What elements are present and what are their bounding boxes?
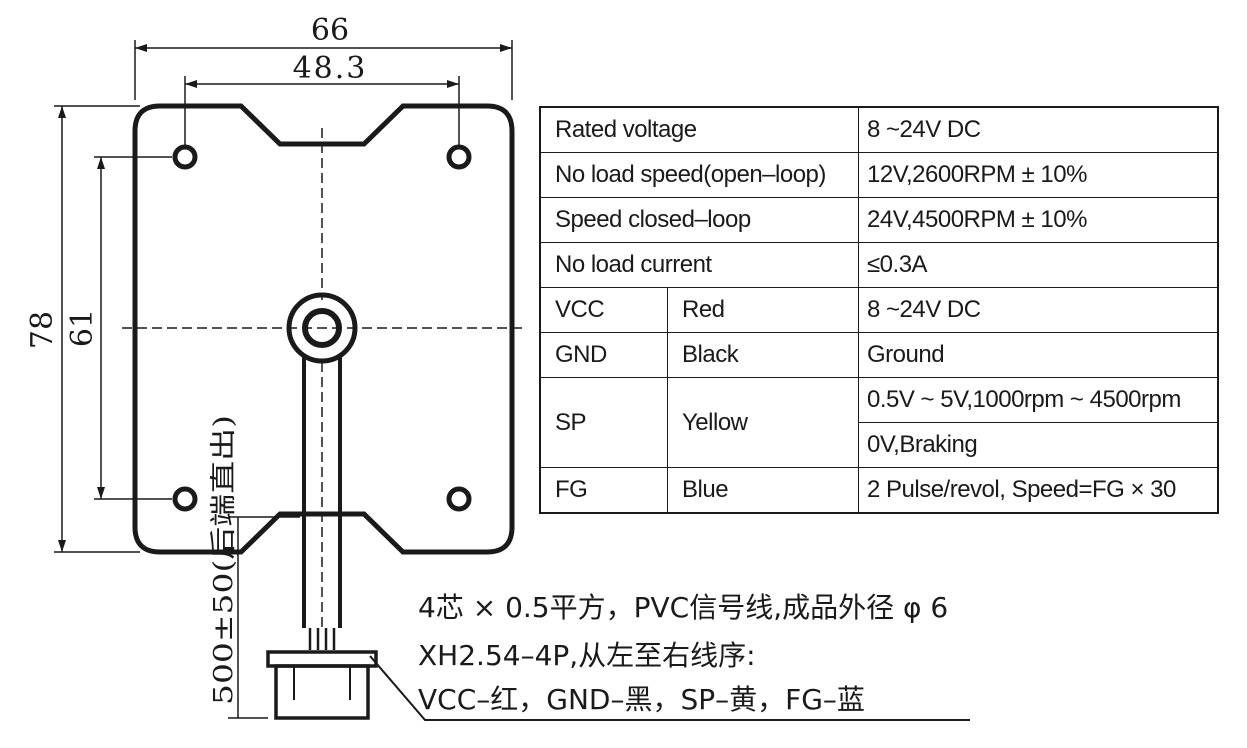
table-row: No load current ≤0.3A: [539, 242, 1219, 288]
dim-78-text: 78: [25, 311, 60, 349]
table-row: FG Blue 2 Pulse/revol, Speed=FG × 30: [539, 467, 1219, 514]
spec-table: Rated voltage 8 ~24V DC No load speed(op…: [539, 106, 1219, 514]
param-label: Rated voltage: [539, 106, 859, 153]
table-row: SP Yellow 0.5V ~ 5V,1000rpm ~ 4500rpm: [539, 377, 1219, 468]
param-value: 8 ~24V DC: [858, 106, 1219, 153]
wire-color: Yellow: [667, 377, 859, 468]
wire-desc: 0.5V ~ 5V,1000rpm ~ 4500rpm: [858, 377, 1219, 423]
dim-61-text: 61: [65, 309, 100, 347]
xh-connector: [266, 650, 378, 720]
param-value: 12V,2600RPM ± 10%: [858, 152, 1219, 198]
dim-48-3-text: 48.3: [293, 51, 368, 86]
dimension-arrowheads: [58, 44, 512, 552]
wire-desc: 2 Pulse/revol, Speed=FG × 30: [858, 467, 1219, 514]
table-row: GND Black Ground: [539, 332, 1219, 378]
wire-signal: SP: [539, 377, 668, 468]
table-row: Speed closed–loop 24V,4500RPM ± 10%: [539, 197, 1219, 243]
wire-color: Blue: [667, 467, 859, 514]
dim-48-3-lines: [184, 76, 460, 145]
param-value: ≤0.3A: [858, 242, 1219, 288]
wire-color: Red: [667, 287, 859, 333]
wire-desc-secondary: 0V,Braking: [858, 422, 1219, 468]
wire-signal: GND: [539, 332, 668, 378]
wire-desc: 8 ~24V DC: [858, 287, 1219, 333]
param-label: No load speed(open–loop): [539, 152, 859, 198]
wire-color: Black: [667, 332, 859, 378]
table-row: Rated voltage 8 ~24V DC: [539, 106, 1219, 153]
dim-500-lines: [228, 516, 300, 719]
wire-ends: [308, 628, 336, 650]
hub-outer-ring: [286, 292, 358, 364]
dim-66-text: 66: [311, 13, 349, 48]
table-row: VCC Red 8 ~24V DC: [539, 287, 1219, 333]
cable-spec-note: 4芯 × 0.5平方，PVC信号线,成品外径 φ 6: [418, 591, 949, 624]
param-label: Speed closed–loop: [539, 197, 859, 243]
note-leader-line: [369, 655, 970, 721]
connector-spec-note: XH2.54–4P,从左至右线序:: [418, 639, 756, 672]
wire-signal: VCC: [539, 287, 668, 333]
mount-hole-bottom-right: [446, 486, 472, 512]
table-row: 0V,Braking: [540, 422, 1219, 468]
wire-order-note: VCC–红，GND–黑，SP–黄，FG–蓝: [418, 683, 865, 716]
dim-cable-length-text: 500±50(后端直出): [209, 415, 239, 705]
mount-hole-bottom-left: [172, 486, 198, 512]
mount-hole-top-left: [172, 144, 198, 170]
dim-78-lines: [54, 105, 140, 553]
dim-61-lines: [94, 156, 172, 500]
wire-signal: FG: [539, 467, 668, 514]
hub-inner-ring: [302, 308, 342, 348]
motor-plate-outline: [132, 103, 515, 555]
param-label: No load current: [539, 242, 859, 288]
table-row: No load speed(open–loop) 12V,2600RPM ± 1…: [539, 152, 1219, 198]
param-value: 24V,4500RPM ± 10%: [858, 197, 1219, 243]
mount-hole-top-right: [446, 144, 472, 170]
dim-66-lines: [134, 40, 513, 100]
wire-desc: Ground: [858, 332, 1219, 378]
signal-cable: [302, 356, 342, 628]
